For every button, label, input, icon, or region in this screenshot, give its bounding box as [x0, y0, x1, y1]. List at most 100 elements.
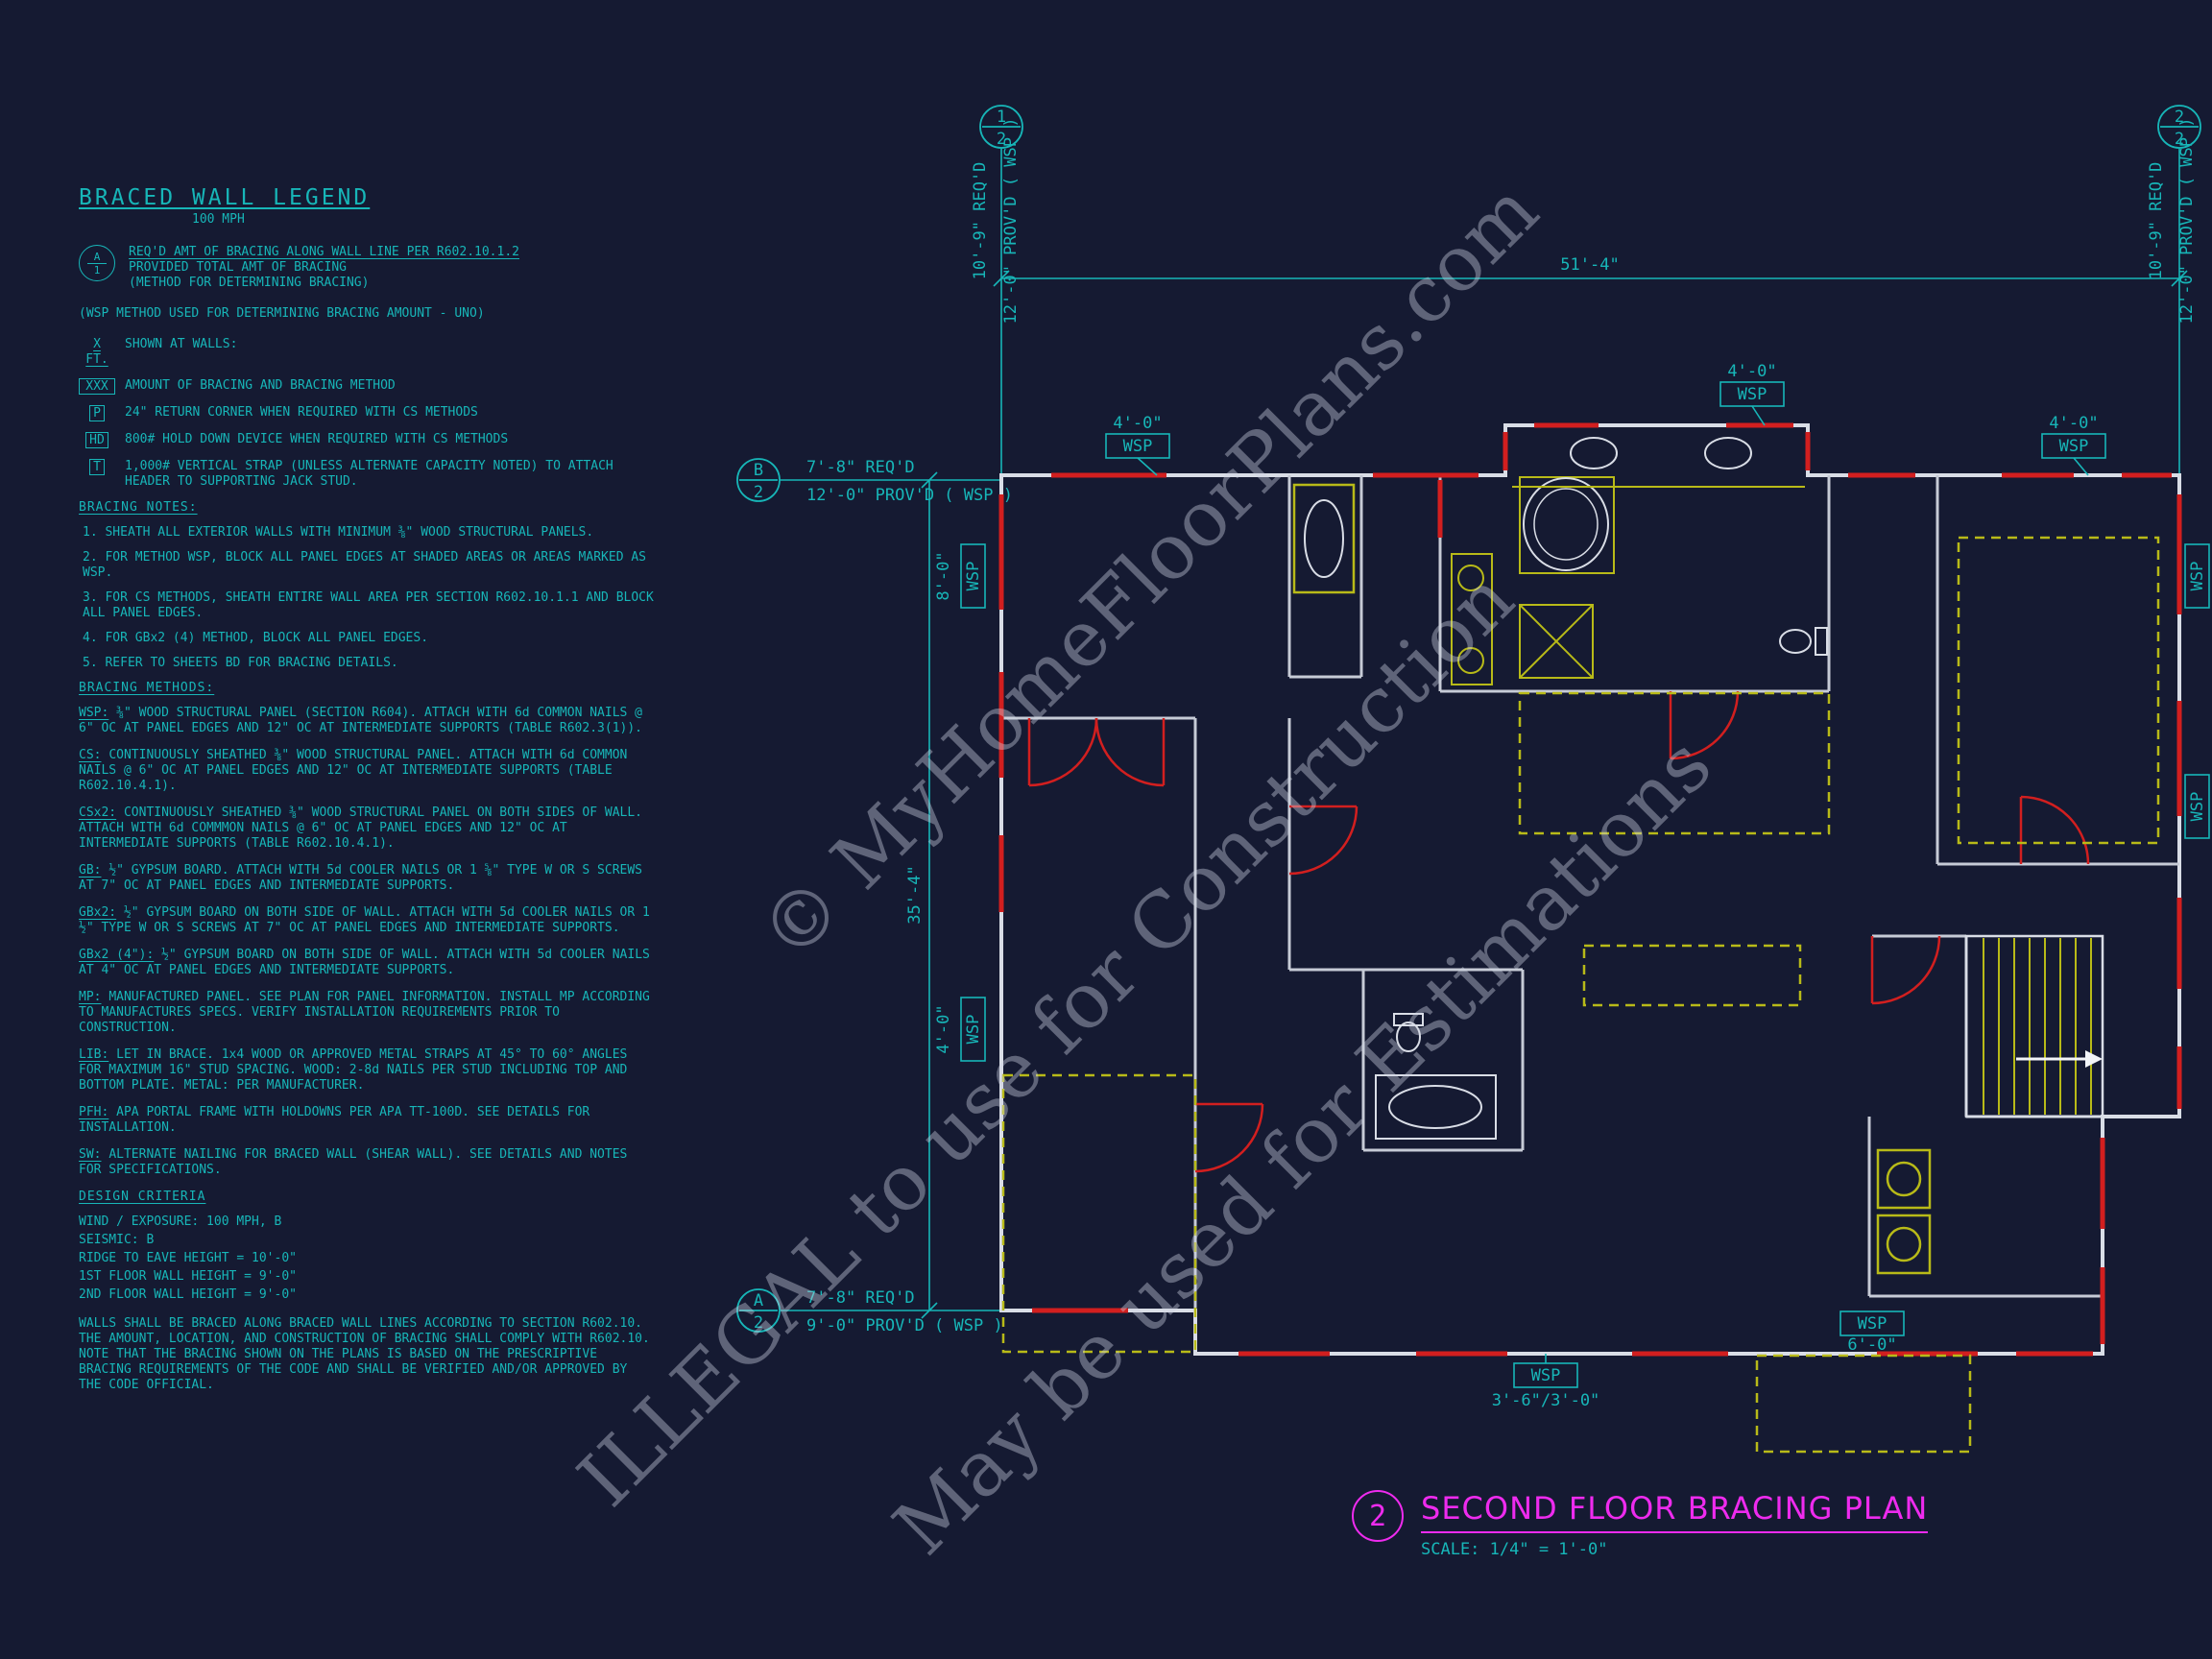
symbol-line-3: (METHOD FOR DETERMINING BRACING)	[129, 276, 370, 290]
method-text: CONTINUOUSLY SHEATHED ⅜" WOOD STRUCTURAL…	[79, 805, 643, 851]
dim-top-width: 51'-4"	[1560, 255, 1619, 275]
xxx-row: XXX AMOUNT OF BRACING AND BRACING METHOD	[79, 378, 655, 395]
t-row: T 1,000# VERTICAL STRAP (UNLESS ALTERNAT…	[79, 459, 655, 490]
tub-hall-bath	[1375, 1074, 1497, 1140]
p-symbol: P	[89, 405, 105, 421]
xxx-text: AMOUNT OF BRACING AND BRACING METHOD	[125, 378, 396, 393]
garden-tub-inner	[1533, 488, 1599, 561]
criteria-line: RIDGE TO EAVE HEIGHT = 10'-0"	[79, 1251, 297, 1265]
criteria-line: WIND / EXPOSURE: 100 MPH, B	[79, 1214, 282, 1229]
criteria-line: 1ST FLOOR WALL HEIGHT = 9'-0"	[79, 1269, 297, 1284]
vanity-sink-left	[1570, 437, 1618, 469]
marker-number: 1	[86, 262, 108, 276]
method-text: ½" GYPSUM BOARD ON BOTH SIDE OF WALL. AT…	[79, 948, 650, 977]
wsp7-tag: WSP	[2188, 792, 2207, 822]
dim-b-provd: 12'-0" PROV'D ( WSP )	[806, 486, 1013, 505]
double-vanity-column	[1451, 553, 1493, 685]
method-gbx2: GBx2: ½" GYPSUM BOARD ON BOTH SIDE OF WA…	[79, 905, 655, 936]
method-key: WSP:	[79, 706, 109, 720]
dimension-labels: 51'-4" 35'-4" 10'-9" REQ'D 12'-0" PROV'D…	[806, 118, 2197, 1335]
wsp4-tag: WSP	[964, 562, 983, 591]
method-text: ½" GYPSUM BOARD ON BOTH SIDE OF WALL. AT…	[79, 905, 650, 935]
method-text: MANUFACTURED PANEL. SEE PLAN FOR PANEL I…	[79, 990, 650, 1035]
wsp-tags: 4'-0" WSP 4'-0" WSP 4'-0" WSP 8'-0" WSP …	[934, 362, 2210, 1410]
method-mp: MP: MANUFACTURED PANEL. SEE PLAN FOR PAN…	[79, 990, 655, 1036]
stair-treads	[1983, 938, 2092, 1115]
criteria-line: SEISMIC: B	[79, 1233, 155, 1247]
t-symbol: T	[89, 459, 105, 475]
wsp9-tag: WSP	[1531, 1366, 1561, 1385]
design-criteria-title: DESIGN CRITERIA	[79, 1190, 206, 1204]
p-row: P 24" RETURN CORNER WHEN REQUIRED WITH C…	[79, 405, 655, 421]
xft-row: X FT. SHOWN AT WALLS:	[79, 337, 655, 368]
braced-panels	[998, 422, 2182, 1357]
dim-m2-provd: 12'-0" PROV'D ( WSP )	[2177, 118, 2197, 325]
dim-a-reqd: 7'-8" REQ'D	[806, 1288, 915, 1308]
method-gb: GB: ½" GYPSUM BOARD. ATTACH WITH 5d COOL…	[79, 863, 655, 894]
plan-title-block: 2 SECOND FLOOR BRACING PLAN SCALE: 1/4" …	[1352, 1490, 1929, 1559]
plan-number-circle: 2	[1352, 1490, 1404, 1542]
plan-number: 2	[1368, 1499, 1387, 1533]
marker-2-bottom: 2	[2175, 130, 2184, 149]
dim-m1-provd: 12'-0" PROV'D ( WSP )	[1001, 118, 1021, 325]
wsp1-tag: WSP	[1123, 437, 1153, 456]
xft-label: X FT.	[85, 337, 108, 367]
bracing-notes-title: BRACING NOTES:	[79, 500, 198, 515]
marker-b-top: B	[754, 461, 763, 480]
wsp6-tag: WSP	[2188, 562, 2207, 591]
method-lib: LIB: LET IN BRACE. 1x4 WOOD OR APPROVED …	[79, 1047, 655, 1094]
hd-row: HD 800# HOLD DOWN DEVICE WHEN REQUIRED W…	[79, 432, 655, 448]
method-text: LET IN BRACE. 1x4 WOOD OR APPROVED METAL…	[79, 1047, 628, 1093]
marker-2-top: 2	[2175, 108, 2184, 127]
method-key: MP:	[79, 990, 102, 1004]
marker-b-bottom: 2	[754, 483, 763, 502]
marker-letter: A	[93, 250, 101, 263]
bracing-note: 4. FOR GBx2 (4) METHOD, BLOCK ALL PANEL …	[83, 631, 429, 645]
dim-m1-reqd: 10'-9" REQ'D	[971, 162, 990, 280]
method-key: CS:	[79, 748, 102, 762]
bracing-note: 2. FOR METHOD WSP, BLOCK ALL PANEL EDGES…	[83, 550, 646, 580]
fixtures	[1292, 437, 1932, 1275]
wsp8-dim: 6'-0"	[1847, 1335, 1896, 1355]
wsp1-dim: 4'-0"	[1113, 414, 1162, 433]
marker-1-top: 1	[997, 108, 1006, 127]
xft-text: SHOWN AT WALLS:	[125, 337, 238, 351]
wsp-method-note: (WSP METHOD USED FOR DETERMINING BRACING…	[79, 306, 485, 321]
method-text: CONTINUOUSLY SHEATHED ⅜" WOOD STRUCTURAL…	[79, 748, 628, 793]
dim-b-reqd: 7'-8" REQ'D	[806, 458, 915, 477]
method-key: SW:	[79, 1147, 102, 1162]
braced-line-dashed	[1001, 536, 2160, 1454]
dim-a-provd: 9'-0" PROV'D ( WSP )	[806, 1316, 1003, 1335]
xxx-symbol: XXX	[79, 378, 115, 395]
wsp2-dim: 4'-0"	[1727, 362, 1776, 381]
method-gbx2-4: GBx2 (4"): ½" GYPSUM BOARD ON BOTH SIDE …	[79, 948, 655, 978]
method-key: CSx2:	[79, 805, 117, 820]
washer-dryer	[1876, 1148, 1932, 1275]
interior-walls	[1001, 475, 2179, 1310]
bracing-note: 1. SHEATH ALL EXTERIOR WALLS WITH MINIMU…	[83, 525, 594, 540]
method-pfh: PFH: APA PORTAL FRAME WITH HOLDOWNS PER …	[79, 1105, 655, 1136]
wsp9-dim: 3'-6"/3'-0"	[1492, 1391, 1600, 1410]
bracing-methods-title: BRACING METHODS:	[79, 681, 215, 695]
t-text: 1,000# VERTICAL STRAP (UNLESS ALTERNATE …	[125, 459, 613, 489]
wsp5-dim: 4'-0"	[934, 1004, 953, 1053]
vanity-sink-right	[1704, 437, 1752, 469]
method-text: ⅜" WOOD STRUCTURAL PANEL (SECTION R604).…	[79, 706, 643, 735]
wsp4-dim: 8'-0"	[934, 551, 953, 600]
reference-marker-labels: 1 2 2 2 B 2 A 2	[754, 108, 2184, 1333]
braced-wall-symbol-row: A 1 REQ'D AMT OF BRACING ALONG WALL LINE…	[79, 245, 655, 291]
tub-top-left	[1292, 483, 1356, 594]
wsp8-tag: WSP	[1858, 1314, 1887, 1334]
bracing-note: 5. REFER TO SHEETS BD FOR BRACING DETAIL…	[83, 656, 398, 670]
plan-title: SECOND FLOOR BRACING PLAN	[1421, 1490, 1929, 1533]
marker-a-top: A	[754, 1291, 763, 1310]
method-key: LIB:	[79, 1047, 109, 1062]
bracing-note: 3. FOR CS METHODS, SHEATH ENTIRE WALL AR…	[83, 590, 654, 620]
exterior-walls	[999, 423, 2181, 1356]
wsp3-dim: 4'-0"	[2049, 414, 2098, 433]
legend-title: BRACED WALL LEGEND	[79, 185, 371, 210]
wsp2-tag: WSP	[1738, 385, 1767, 404]
marker-1-bottom: 2	[997, 130, 1006, 149]
garden-tub-deck	[1519, 476, 1615, 574]
